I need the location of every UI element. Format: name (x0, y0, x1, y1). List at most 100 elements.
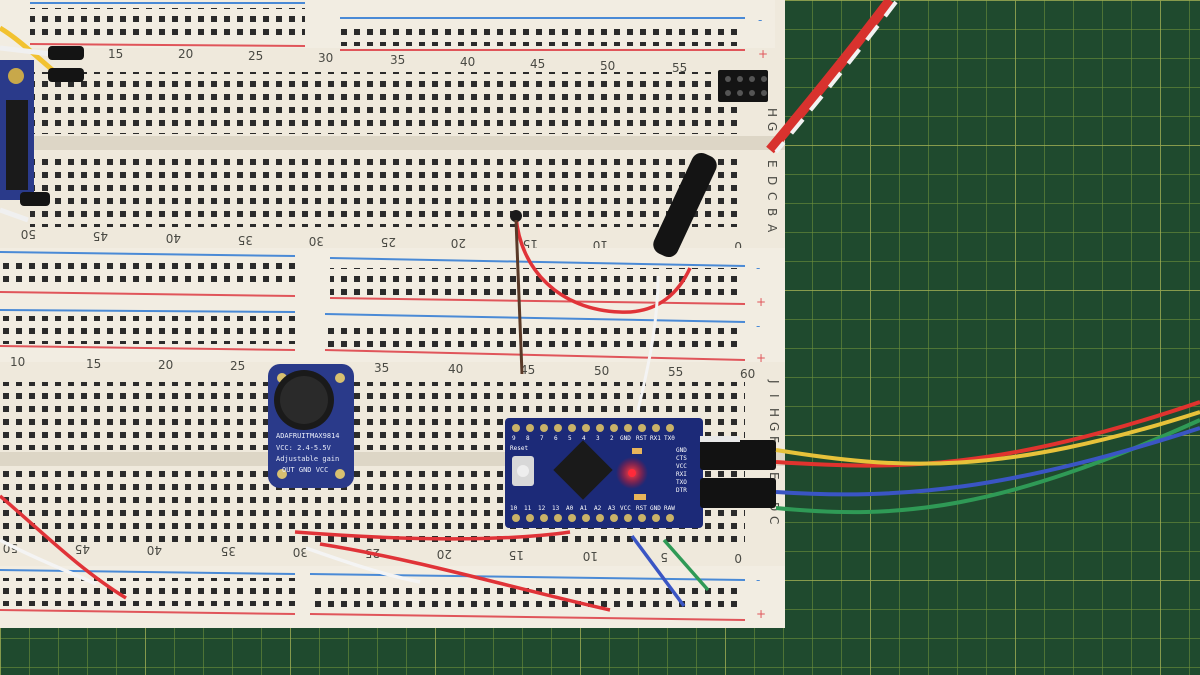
pin-label-10: 10 (510, 505, 518, 512)
svg-text:TXO: TXO (676, 479, 687, 486)
svg-text:40: 40 (448, 362, 463, 376)
pin-label-7: 7 (540, 435, 544, 442)
svg-text:GND: GND (676, 447, 687, 454)
black-pin-top-left (48, 46, 84, 60)
svg-text:40: 40 (147, 543, 162, 557)
svg-text:DTR: DTR (676, 487, 687, 494)
left-edge-module (0, 60, 34, 200)
svg-text:40: 40 (460, 55, 475, 69)
svg-text:10: 10 (10, 355, 25, 369)
svg-text:J: J (767, 379, 781, 384)
svg-text:H: H (765, 108, 779, 117)
svg-text:20: 20 (158, 358, 173, 372)
pro-mini-bottom-pins (512, 514, 674, 522)
svg-text:C: C (767, 516, 781, 524)
svg-text:40: 40 (166, 231, 181, 245)
svg-text:35: 35 (238, 233, 253, 247)
upper-hole-grid-bottom (30, 155, 740, 227)
svg-text:D: D (765, 176, 779, 185)
lower-rail-minus: - (756, 319, 760, 333)
pin-label-3: 3 (596, 435, 600, 442)
upper-bottom-rail-minus: - (756, 261, 760, 275)
svg-text:0: 0 (734, 239, 742, 253)
upper-bottom-numbers: 50 45 40 35 30 25 20 15 10 0 (21, 227, 742, 253)
svg-text:H: H (767, 408, 781, 417)
mic-brand: ADAFRUIT (276, 432, 311, 440)
svg-text:50: 50 (600, 59, 615, 73)
red-wire-lower-2 (319, 542, 611, 612)
svg-text:45: 45 (520, 363, 535, 377)
pin-label-rst-bottom: RST (636, 505, 647, 512)
pin-label-raw: RAW (664, 505, 675, 512)
pin-label-4: 4 (582, 435, 586, 442)
red-wire-lower-1 (294, 530, 571, 541)
svg-text:45: 45 (530, 57, 545, 71)
svg-text:55: 55 (672, 61, 687, 75)
lower-bottom-rail-plus: + (756, 607, 766, 621)
blue-wire-lower (630, 534, 686, 608)
red-white-cable (766, 0, 894, 154)
white-wire-bottom-left (0, 538, 97, 586)
pin-label-12: 12 (538, 505, 546, 512)
mic-model: MAX9814 (310, 432, 340, 440)
svg-text:60: 60 (740, 367, 755, 381)
svg-text:RXI: RXI (676, 471, 687, 478)
svg-text:55: 55 (668, 365, 683, 379)
svg-text:A: A (765, 224, 779, 233)
upper-breadboard: 15 20 25 30 35 40 45 50 55 + - H G E D C… (0, 0, 785, 309)
svg-text:I: I (767, 394, 781, 398)
svg-text:30: 30 (318, 51, 333, 65)
white-wire-lower (305, 546, 421, 584)
mic-gain: Adjustable gain (276, 455, 339, 463)
upper-top-numbers: 15 20 25 30 35 40 45 50 55 (108, 47, 687, 75)
svg-text:45: 45 (75, 542, 90, 556)
svg-text:G: G (765, 122, 779, 131)
svg-text:20: 20 (437, 547, 452, 561)
svg-text:15: 15 (86, 357, 101, 371)
ftdi-connector (700, 436, 776, 508)
yellow-serial-wire (775, 410, 1200, 466)
pin-label-13: 13 (552, 505, 560, 512)
pin-label-gnd: GND (620, 435, 631, 442)
reset-label: Reset (510, 445, 528, 452)
lower-bottom-rail-minus: - (756, 573, 760, 587)
mic-voltage: VCC: 2.4-5.5V (276, 444, 332, 452)
upper-row-letters: H G E D C B A (765, 108, 779, 233)
svg-text:5: 5 (660, 550, 668, 564)
pin-label-9: 9 (512, 435, 516, 442)
pin-label-11: 11 (524, 505, 532, 512)
pin-label-a2: A2 (594, 505, 602, 512)
svg-text:15: 15 (108, 47, 123, 61)
lower-top-numbers: 10 15 20 25 35 40 45 50 55 60 (10, 355, 755, 381)
pin-label-a0: A0 (566, 505, 574, 512)
svg-text:E: E (765, 160, 779, 168)
svg-text:F: F (767, 436, 781, 443)
svg-text:50: 50 (594, 364, 609, 378)
svg-text:50: 50 (21, 227, 36, 241)
pin-label-a1: A1 (580, 505, 588, 512)
svg-text:35: 35 (221, 544, 236, 558)
pin-header-connector (718, 70, 768, 102)
svg-text:25: 25 (230, 359, 245, 373)
svg-text:20: 20 (451, 236, 466, 250)
smd-capacitor (632, 448, 642, 454)
red-wire-bottom-left (0, 494, 127, 600)
brown-wire (514, 219, 524, 375)
upper-center-channel (0, 136, 785, 150)
svg-text:45: 45 (93, 229, 108, 243)
heat-shrink-sleeve (653, 152, 717, 258)
pro-mini-top-pins (512, 424, 674, 432)
pin-label-rst: RST (636, 435, 647, 442)
svg-text:C: C (765, 192, 779, 200)
svg-text:30: 30 (293, 545, 308, 559)
pin-label-gnd-bottom: GND (650, 505, 661, 512)
mic-pins: OUT GND VCC (282, 466, 328, 474)
svg-text:G: G (767, 422, 781, 431)
atmega-chip (553, 440, 613, 500)
pin-label-6: 6 (554, 435, 558, 442)
pin-label-8: 8 (526, 435, 530, 442)
red-serial-wire (775, 400, 1200, 468)
red-jumper-loop (514, 215, 692, 314)
pin-label-5: 5 (568, 435, 572, 442)
